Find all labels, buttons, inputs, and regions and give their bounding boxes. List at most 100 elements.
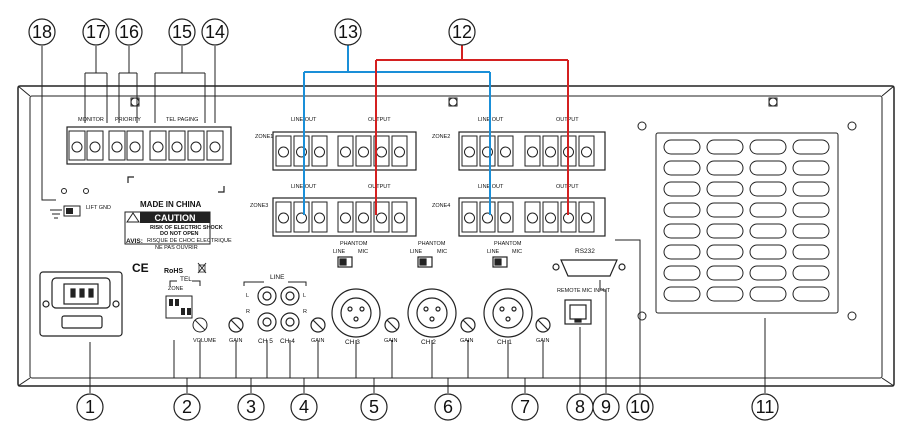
label-r-ch4: R — [303, 309, 307, 315]
label-phantom-ch1: PHANTOM — [494, 241, 522, 247]
callout-15: 15 — [172, 22, 192, 42]
vent-slot — [706, 181, 744, 197]
rca-line-inputs[interactable]: LINE L L R R GAIN GAIN CH 5 CH 4 — [228, 274, 326, 345]
combo-input-ch1[interactable]: PHANTOM LINE MIC GAIN CH 1 — [483, 241, 551, 346]
label-mic-ch3: MIC — [358, 249, 368, 255]
vent-slot — [792, 244, 830, 260]
callout-numbers: 18 17 16 15 14 13 12 1 2 3 4 5 6 7 8 9 1… — [32, 22, 774, 417]
caution-heading: CAUTION — [155, 213, 196, 223]
vent-slot — [749, 223, 787, 239]
tel-input[interactable]: ZONE TEL VOLUME — [165, 276, 217, 344]
label-remote-mic: REMOTE MIC INPUT — [557, 288, 611, 294]
label-zone2: ZONE2 — [432, 134, 450, 140]
label-priority: PRIORITY — [115, 117, 141, 123]
ground-lift-switch[interactable]: LIFT GND — [50, 188, 111, 219]
vent-grille — [637, 121, 857, 321]
vent-slot — [749, 244, 787, 260]
label-ch4: CH 4 — [280, 338, 295, 345]
label-lift-gnd: LIFT GND — [86, 205, 111, 211]
label-phantom-ch3: PHANTOM — [340, 241, 368, 247]
callout-16: 16 — [119, 22, 139, 42]
label-ch1: CH 1 — [497, 339, 512, 346]
callout-10: 10 — [630, 397, 650, 417]
notices: MADE IN CHINA CAUTION RISK OF ELECTRIC S… — [124, 200, 232, 275]
label-monitor: MONITOR — [78, 117, 104, 123]
vent-slot — [792, 181, 830, 197]
terminal-block-top-left: MONITOR PRIORITY TEL PAGING — [66, 117, 232, 193]
label-risk-line1: RISK OF ELECTRIC SHOCK — [150, 225, 223, 231]
combo-input-ch2[interactable]: PHANTOM LINE MIC GAIN CH 2 — [407, 241, 476, 346]
rail-screws — [130, 97, 778, 107]
vent-slot — [792, 265, 830, 281]
callout-5: 5 — [369, 397, 379, 417]
vent-slot — [792, 286, 830, 302]
remote-mic-input[interactable]: REMOTE MIC INPUT — [557, 288, 611, 325]
label-r-ch5: R — [246, 309, 250, 315]
vent-slot — [706, 160, 744, 176]
label-phantom-ch2: PHANTOM — [418, 241, 446, 247]
rs232-port[interactable]: RS232 — [552, 248, 626, 277]
label-lineout-z2: LINE OUT — [478, 117, 504, 123]
callout-9: 9 — [601, 397, 611, 417]
vent-slot — [663, 244, 701, 260]
vent-slot — [792, 139, 830, 155]
callout-14: 14 — [205, 22, 225, 42]
ce-mark: CE — [132, 261, 149, 275]
callouts — [28, 18, 779, 421]
label-risk-line2: DO NOT OPEN — [160, 231, 199, 237]
vent-slot — [706, 223, 744, 239]
vent-slot — [749, 202, 787, 218]
vent-slot — [749, 160, 787, 176]
vent-slot — [663, 265, 701, 281]
callout-3: 3 — [246, 397, 256, 417]
vent-slot — [663, 139, 701, 155]
label-ch3: CH 3 — [345, 339, 360, 346]
label-output-z3: OUTPUT — [368, 184, 391, 190]
callout-7: 7 — [520, 397, 530, 417]
vent-slot — [749, 181, 787, 197]
vent-slot — [706, 265, 744, 281]
rohs-mark: RoHS — [164, 268, 183, 275]
label-mic-ch1: MIC — [512, 249, 522, 255]
callout-6: 6 — [443, 397, 453, 417]
label-rs232: RS232 — [575, 248, 595, 255]
label-tel-paging: TEL PAGING — [166, 117, 198, 123]
callout-11: 11 — [756, 397, 775, 417]
vent-slot — [663, 223, 701, 239]
callout-4: 4 — [299, 397, 309, 417]
label-avis: AVIS: — [126, 238, 143, 245]
label-avis-line1: RISQUE DE CHOC ELECTRIQUE — [147, 238, 232, 244]
label-made-in-china: MADE IN CHINA — [140, 200, 202, 209]
vent-slot — [706, 202, 744, 218]
label-zone1: ZONE1 — [255, 134, 273, 140]
label-zone3: ZONE3 — [250, 203, 268, 209]
vent-slot — [663, 160, 701, 176]
label-line-ch1: LINE — [487, 249, 500, 255]
label-line: LINE — [270, 274, 285, 281]
label-line-ch2: LINE — [410, 249, 423, 255]
callout-18: 18 — [32, 22, 52, 42]
label-zone-dip: ZONE — [168, 286, 184, 292]
callout-2: 2 — [182, 397, 192, 417]
label-mic-ch2: MIC — [437, 249, 447, 255]
vent-slot — [706, 286, 744, 302]
callout-1: 1 — [85, 397, 95, 417]
label-lineout-z4: LINE OUT — [478, 184, 504, 190]
label-ch5: CH 5 — [258, 338, 273, 345]
vent-slot — [663, 181, 701, 197]
label-gain-ch3: GAIN — [384, 338, 397, 344]
vent-slot — [663, 202, 701, 218]
vent-slot — [663, 286, 701, 302]
callout-8: 8 — [575, 397, 585, 417]
wiring — [303, 45, 569, 215]
vent-slot — [749, 265, 787, 281]
vent-slot — [792, 160, 830, 176]
label-l-ch4: L — [303, 293, 306, 299]
combo-input-ch3[interactable]: PHANTOM LINE MIC GAIN CH 3 — [331, 241, 400, 346]
power-inlet[interactable] — [39, 271, 123, 337]
label-zone4: ZONE4 — [432, 203, 450, 209]
label-ch2: CH 2 — [421, 339, 436, 346]
label-l-ch5: L — [246, 293, 249, 299]
callout-leaders — [41, 46, 766, 393]
